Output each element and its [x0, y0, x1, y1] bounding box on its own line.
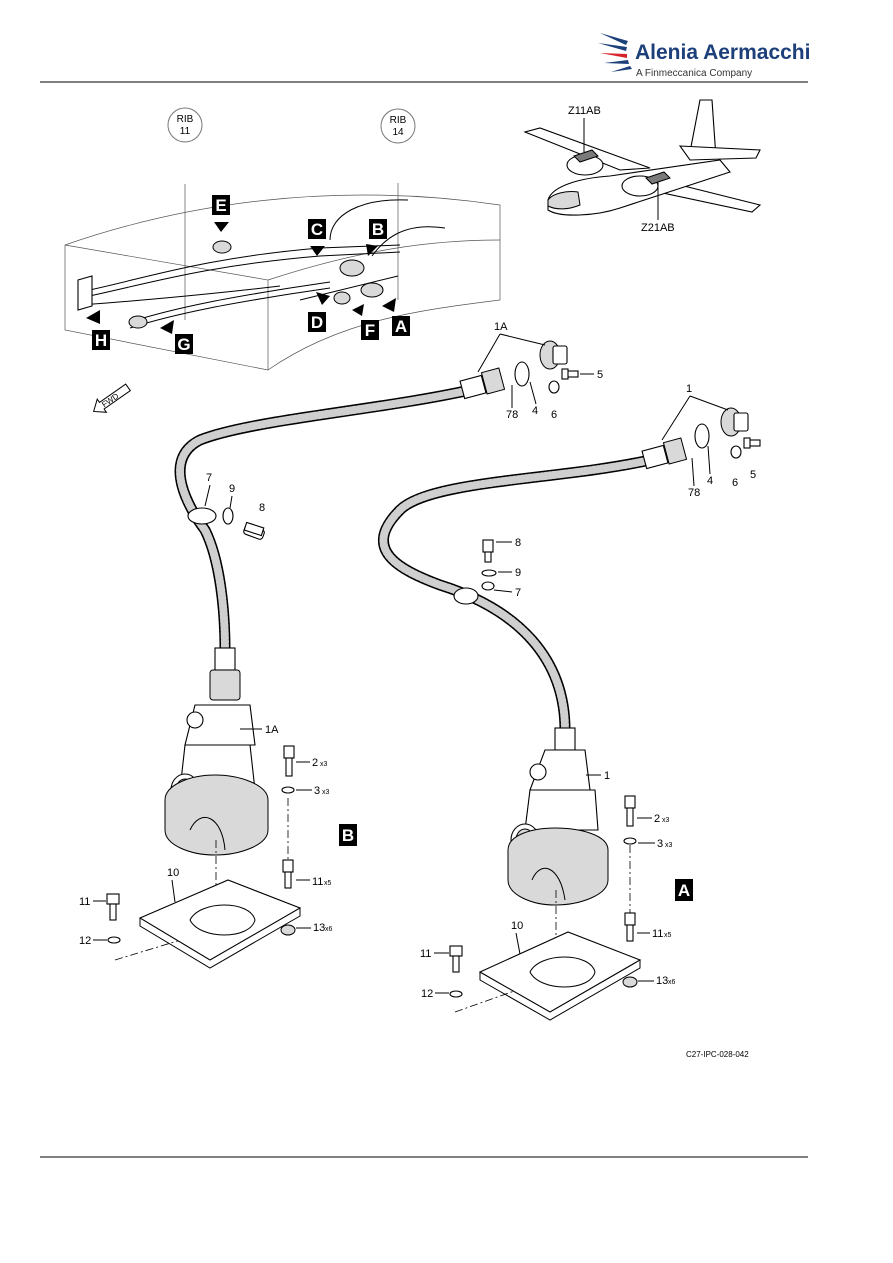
- callout-8-right: 8: [515, 537, 521, 549]
- view-label-b: B: [339, 824, 357, 846]
- svg-text:E: E: [215, 196, 226, 215]
- brand-logo: Alenia Aermacchi A Finmeccanica Company: [598, 33, 810, 79]
- zone-label-upper: Z11AB: [568, 105, 601, 117]
- rib-11-bottom: 11: [180, 126, 191, 137]
- view-label-a: A: [675, 879, 693, 901]
- view-letter-g: G: [160, 320, 193, 354]
- callout-3-right: 3: [657, 838, 663, 850]
- svg-text:x3: x3: [665, 842, 673, 849]
- logo-emblem-icon: [598, 33, 632, 72]
- callout-13: 13: [313, 922, 325, 934]
- svg-text:x6: x6: [325, 926, 333, 933]
- callout-12: 12: [79, 935, 91, 947]
- callout-pump-1a: 1A: [265, 724, 279, 736]
- callout-4: 4: [532, 405, 538, 417]
- svg-text:B: B: [342, 826, 354, 845]
- callout-7: 7: [206, 472, 212, 484]
- rib-11-top: RIB: [177, 114, 194, 125]
- callout-5: 5: [597, 369, 603, 381]
- svg-text:A: A: [395, 317, 407, 336]
- fwd-arrow: FWD: [92, 383, 132, 413]
- callout-2: 2: [312, 757, 318, 769]
- svg-text:B: B: [372, 220, 384, 239]
- svg-text:x6: x6: [668, 979, 676, 986]
- callout-1a-top: 1A: [494, 321, 508, 333]
- callout-9-right: 9: [515, 567, 521, 579]
- callout-1-top: 1: [686, 383, 692, 395]
- callout-4-right: 4: [707, 475, 713, 487]
- view-letter-d: D: [308, 292, 330, 332]
- brand-subtitle: A Finmeccanica Company: [636, 68, 752, 79]
- callout-78: 78: [506, 409, 518, 421]
- rib-11-callout: RIB 11: [167, 107, 203, 143]
- view-letter-a: A: [382, 298, 410, 336]
- rib-14-bottom: 14: [392, 127, 404, 138]
- callout-11: 11: [79, 896, 90, 908]
- aircraft-icon: [523, 99, 762, 216]
- callout-9: 9: [229, 483, 235, 495]
- callout-8: 8: [259, 502, 265, 514]
- svg-text:x5: x5: [324, 880, 332, 887]
- callout-6-right: 6: [732, 477, 738, 489]
- callout-5-right: 5: [750, 469, 756, 481]
- view-letter-e: E: [212, 195, 230, 232]
- rib-14-top: RIB: [390, 115, 407, 126]
- svg-text:x3: x3: [320, 761, 328, 768]
- callout-13-right: 13: [656, 975, 668, 987]
- svg-text:G: G: [177, 335, 190, 354]
- installation-overview: RIB 11 RIB 14 E C: [64, 107, 501, 371]
- svg-text:D: D: [311, 313, 323, 332]
- callout-7-right: 7: [515, 587, 521, 599]
- svg-text:H: H: [95, 331, 107, 350]
- svg-text:x3: x3: [322, 789, 330, 796]
- rib-14-callout: RIB 14: [380, 108, 416, 144]
- assembly-view-a: 1 78 4 6 5 8 9 7 1 2 x3 3 x3 10 11 11 x5…: [377, 383, 761, 1021]
- callout-12-right: 12: [421, 988, 433, 1000]
- callout-10-right: 10: [511, 920, 523, 932]
- callout-2-right: 2: [654, 813, 660, 825]
- svg-text:C: C: [311, 220, 323, 239]
- callout-10: 10: [167, 867, 179, 879]
- view-letter-h: H: [86, 310, 110, 350]
- aircraft-locator: Z11AB Z21AB: [523, 99, 762, 234]
- view-letter-c: C: [308, 219, 326, 256]
- callout-pump-1: 1: [604, 770, 610, 782]
- callout-78-right: 78: [688, 487, 700, 499]
- callout-3: 3: [314, 785, 320, 797]
- zone-label-lower: Z21AB: [641, 222, 675, 234]
- assembly-view-b: 1A 78 4 6 5 7 9 8 1A 2 x3 3 x3 10 11 11 …: [79, 321, 603, 969]
- view-letter-f: F: [352, 304, 379, 340]
- view-letter-b: B: [366, 219, 387, 256]
- callout-11-right: 11: [420, 948, 431, 960]
- brand-name: Alenia Aermacchi: [635, 41, 810, 64]
- svg-text:F: F: [365, 321, 375, 340]
- figure-code: C27-IPC-028-042: [686, 1050, 749, 1059]
- svg-text:A: A: [678, 881, 690, 900]
- callout-11x5: 11: [312, 876, 323, 888]
- svg-text:x5: x5: [664, 932, 672, 939]
- callout-11x5-right: 11: [652, 928, 663, 940]
- callout-6: 6: [551, 409, 557, 421]
- svg-text:x3: x3: [662, 817, 670, 824]
